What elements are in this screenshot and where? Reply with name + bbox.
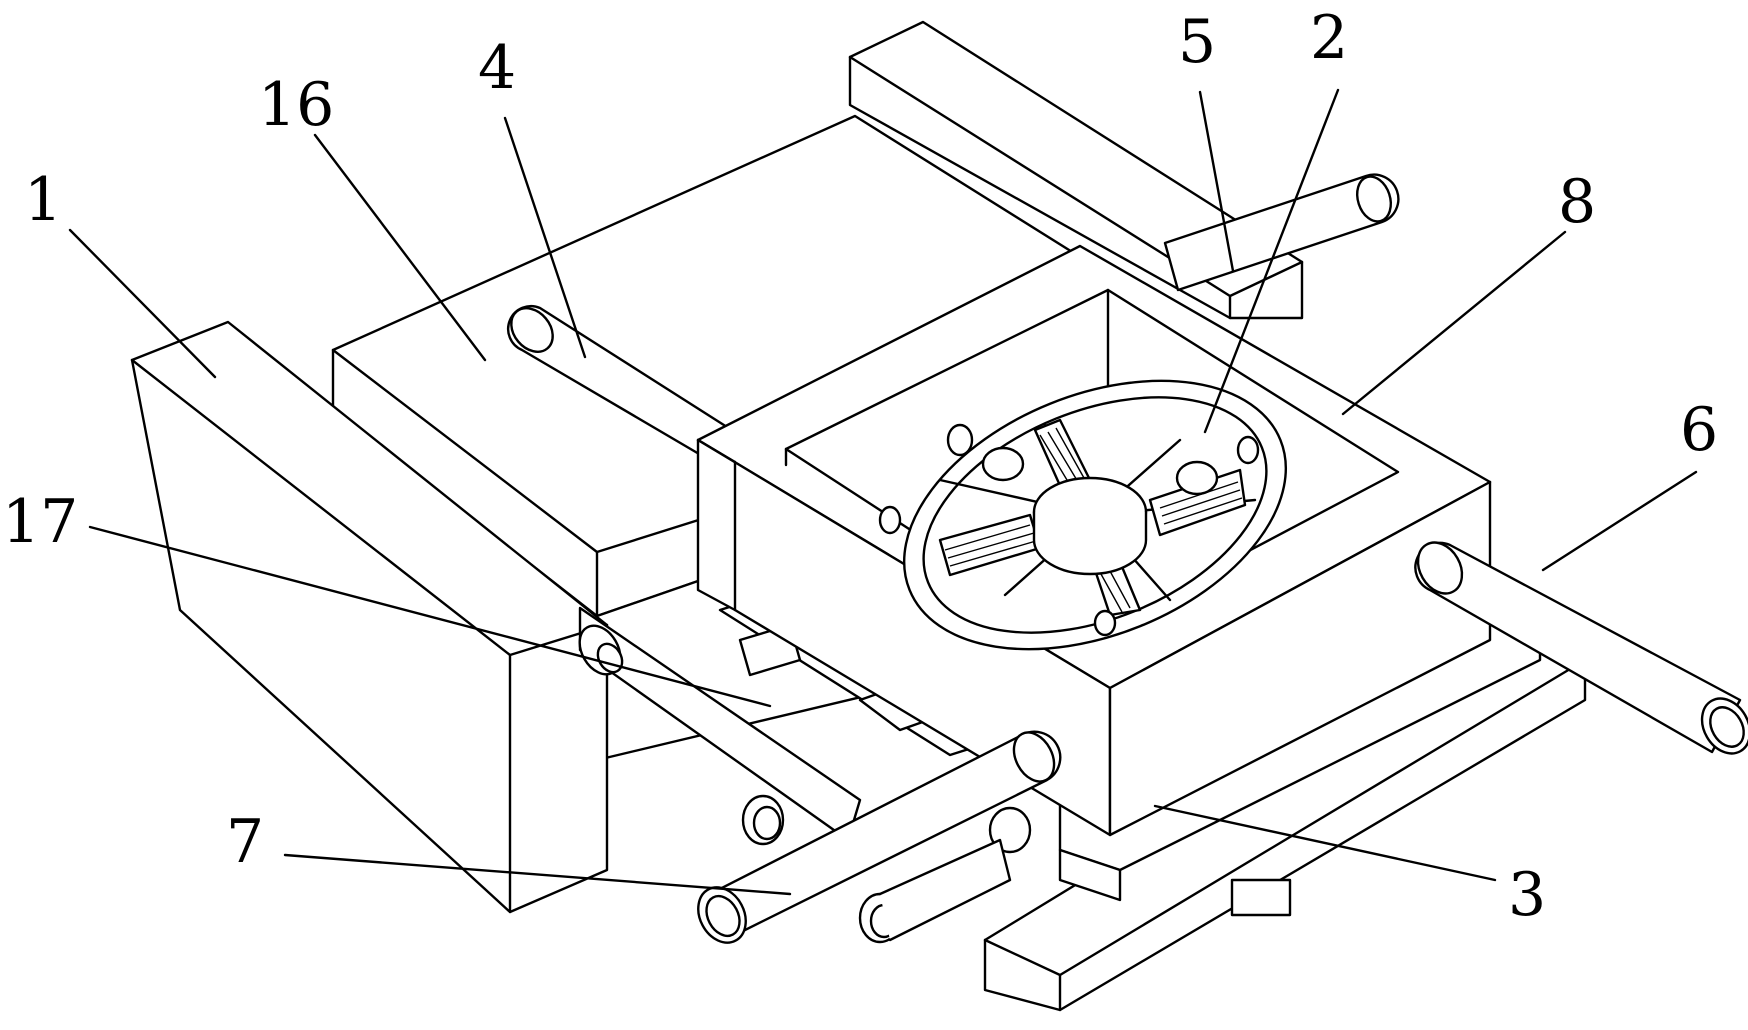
label-1: 1 (24, 165, 62, 235)
leader-17 (88, 525, 772, 708)
rod-7 (697, 730, 1062, 944)
label-3: 3 (1508, 860, 1546, 930)
label-8: 8 (1558, 167, 1596, 237)
callout-labels: 1 16 4 5 2 8 6 17 7 3 (2, 3, 1718, 930)
label-16: 16 (258, 70, 334, 140)
leader-1 (68, 228, 217, 379)
leader-3 (1153, 804, 1497, 882)
perforated-blades (938, 418, 1247, 617)
rod-4 (506, 305, 762, 480)
label-4: 4 (478, 33, 516, 103)
leader-16 (313, 133, 487, 362)
label-7: 7 (226, 807, 264, 877)
label-17: 17 (2, 487, 78, 557)
leader-4 (503, 116, 587, 359)
rod-6 (1414, 541, 1748, 755)
leader-5 (1198, 90, 1235, 273)
end-plate-1 (130, 320, 609, 914)
bottom-tubes (741, 794, 1032, 944)
impeller-2 (878, 379, 1288, 651)
leader-2 (1203, 88, 1340, 434)
leader-7 (283, 853, 792, 896)
leader-8 (1341, 230, 1567, 416)
leader-6 (1541, 470, 1698, 572)
leader-lines (68, 88, 1698, 896)
label-6: 6 (1680, 395, 1718, 465)
label-2: 2 (1310, 3, 1348, 73)
label-5: 5 (1178, 7, 1216, 77)
